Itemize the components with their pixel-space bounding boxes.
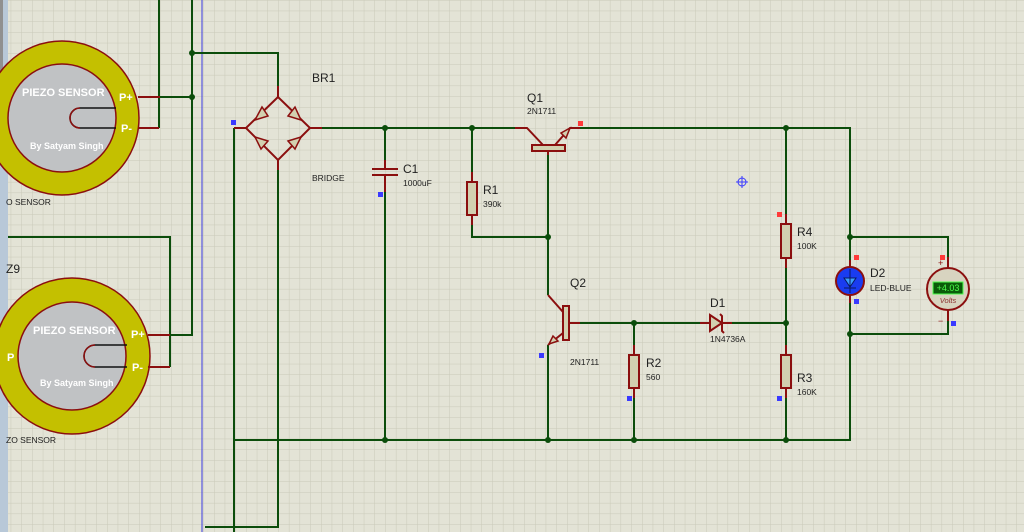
dc-voltmeter[interactable]: +4.03 Volts + − [926, 257, 970, 326]
r1-value: 390k [483, 199, 502, 209]
pin-marker [378, 192, 383, 197]
left-window-edge [0, 0, 8, 532]
voltmeter-minus: − [938, 316, 943, 326]
d1-value: 1N4736A [710, 334, 746, 344]
r2-ref: R2 [646, 356, 662, 370]
pin-marker [627, 396, 632, 401]
pin-marker [940, 255, 945, 260]
pin-marker [854, 299, 859, 304]
q1-ref: Q1 [527, 91, 543, 105]
resistor-r2[interactable]: R2 560 [628, 345, 662, 398]
sensor-title: PIEZO SENSOR [22, 87, 105, 99]
q2-ref: Q2 [570, 276, 586, 290]
sensor-ref: Z9 [6, 262, 20, 276]
capacitor-c1[interactable]: C1 1000uF [372, 160, 432, 192]
sensor-author: By Satyam Singh [30, 141, 104, 151]
d1-ref: D1 [710, 296, 726, 310]
pin-marker [539, 353, 544, 358]
br1-ref: BR1 [312, 71, 336, 85]
piezo-sensor-1[interactable]: PIEZO SENSOR By Satyam Singh P+ P- O SEN… [0, 40, 160, 207]
r4-ref: R4 [797, 225, 813, 239]
pin-marker [951, 321, 956, 326]
transistor-q2[interactable]: Q2 2N1711 [547, 276, 599, 367]
pin-marker [777, 212, 782, 217]
r4-value: 100K [797, 241, 817, 251]
pin-pos-label: P+ [131, 329, 145, 341]
q2-value: 2N1711 [570, 357, 599, 367]
pin-marker [854, 255, 859, 260]
pin-neg-label: P- [132, 362, 143, 374]
sensor-caption: ZO SENSOR [6, 435, 56, 445]
side-pin-label: P [7, 352, 14, 364]
voltmeter-reading: +4.03 [937, 283, 960, 293]
pin-marker [231, 120, 236, 125]
zener-diode-d1[interactable]: D1 1N4736A [700, 296, 746, 344]
sensor-title: PIEZO SENSOR [33, 325, 116, 337]
wires[interactable] [8, 0, 949, 532]
r3-ref: R3 [797, 371, 813, 385]
q1-value: 2N1711 [527, 106, 556, 116]
led-d2[interactable]: D2 LED-BLUE [835, 260, 912, 303]
c1-value: 1000uF [403, 178, 432, 188]
r2-value: 560 [646, 372, 660, 382]
resistor-r1[interactable]: R1 390k [466, 172, 502, 225]
origin-crosshair-icon [736, 176, 748, 188]
br1-value: BRIDGE [312, 173, 345, 183]
pin-pos-label: P+ [119, 92, 133, 104]
sensor-caption: O SENSOR [6, 197, 51, 207]
resistor-r4[interactable]: R4 100K [780, 214, 817, 268]
resistor-r3[interactable]: R3 160K [780, 345, 817, 398]
transistor-q1[interactable]: Q1 2N1711 [515, 91, 580, 155]
bridge-rectifier-br1[interactable]: BR1 BRIDGE [234, 71, 345, 183]
r1-ref: R1 [483, 183, 499, 197]
r3-value: 160K [797, 387, 817, 397]
voltmeter-unit: Volts [940, 296, 957, 305]
piezo-sensor-2[interactable]: Z9 PIEZO SENSOR By Satyam Singh P+ P- P … [0, 262, 170, 445]
d2-ref: D2 [870, 266, 886, 280]
sensor-author: By Satyam Singh [40, 378, 114, 388]
pin-marker [777, 396, 782, 401]
d2-value: LED-BLUE [870, 283, 912, 293]
pin-neg-label: P- [121, 123, 132, 135]
pin-marker [578, 121, 583, 126]
junctions [189, 50, 853, 443]
voltmeter-plus: + [938, 258, 943, 268]
c1-ref: C1 [403, 162, 419, 176]
